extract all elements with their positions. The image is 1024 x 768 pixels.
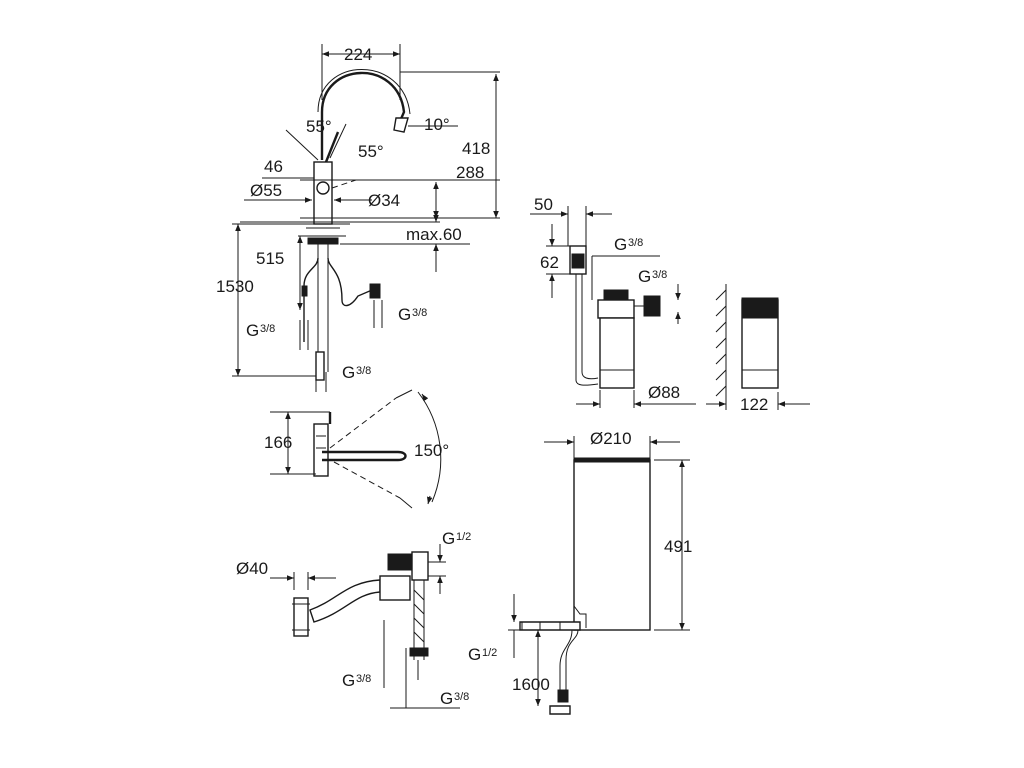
filter-thread-top-label: G — [614, 235, 627, 254]
filter-thread-side-label: G — [638, 267, 651, 286]
dim-angle-10: 10° — [424, 115, 450, 134]
dim-boiler-diameter: Ø210 — [590, 429, 632, 448]
dim-angle-55-side: 55° — [358, 142, 384, 161]
valve-thread-top-fraction: 1/2 — [456, 531, 471, 543]
thread-c-fraction: 3/8 — [356, 365, 371, 377]
thread-b-fraction: 3/8 — [412, 307, 427, 319]
dim-height-288: 288 — [456, 163, 484, 182]
valve-assembly: Ø40 G 1/2 G 3/8 G 3/8 — [236, 529, 471, 709]
dim-offset-46: 46 — [264, 157, 283, 176]
dim-filter-diameter: Ø88 — [648, 383, 680, 402]
dim-hole-diameter: Ø34 — [368, 191, 400, 210]
dim-wall-depth-122: 122 — [740, 395, 768, 414]
valve-thread-top-label: G — [442, 529, 455, 548]
filter-thread-top-fraction: 3/8 — [628, 237, 643, 249]
dim-width-224: 224 — [344, 45, 372, 64]
filter-thread-side-fraction: 3/8 — [652, 269, 667, 281]
dim-filter-head-62: 62 — [540, 253, 559, 272]
faucet-dimensions: 224 418 288 55° 55° 10° 46 Ø55 Ø34 max.6… — [216, 44, 499, 392]
dim-pipe-diameter: Ø40 — [236, 559, 268, 578]
thread-a-fraction: 3/8 — [260, 323, 275, 335]
dim-height-418: 418 — [462, 139, 490, 158]
dim-hose-length-1600: 1600 — [512, 675, 550, 694]
valve-thread-bottom-label: G — [440, 689, 453, 708]
valve-thread-left-label: G — [342, 671, 355, 690]
dim-hose-drop-515: 515 — [256, 249, 284, 268]
dim-filter-width-50: 50 — [534, 195, 553, 214]
filter-dimensions: 50 62 G 3/8 G 3/8 Ø88 122 — [530, 195, 810, 414]
dim-swivel-150: 150° — [414, 441, 449, 460]
filter-unit — [569, 245, 779, 400]
valve-thread-left-fraction: 3/8 — [356, 673, 371, 685]
dim-max-thickness: max.60 — [406, 225, 462, 244]
boiler-thread-fraction: 1/2 — [482, 647, 497, 659]
dim-depth-166: 166 — [264, 433, 292, 452]
thread-c-label: G — [342, 363, 355, 382]
faucet-top-view: 166 150° — [264, 389, 449, 509]
thread-b-label: G — [398, 305, 411, 324]
dim-base-diameter: Ø55 — [250, 181, 282, 200]
valve-thread-bottom-fraction: 3/8 — [454, 691, 469, 703]
boiler-tank: Ø210 491 G 1/2 1600 — [468, 429, 692, 715]
dim-boiler-height-491: 491 — [664, 537, 692, 556]
boiler-thread-label: G — [468, 645, 481, 664]
dim-hose-length-1530: 1530 — [216, 277, 254, 296]
dim-angle-55-top: 55° — [306, 117, 332, 136]
thread-a-label: G — [246, 321, 259, 340]
